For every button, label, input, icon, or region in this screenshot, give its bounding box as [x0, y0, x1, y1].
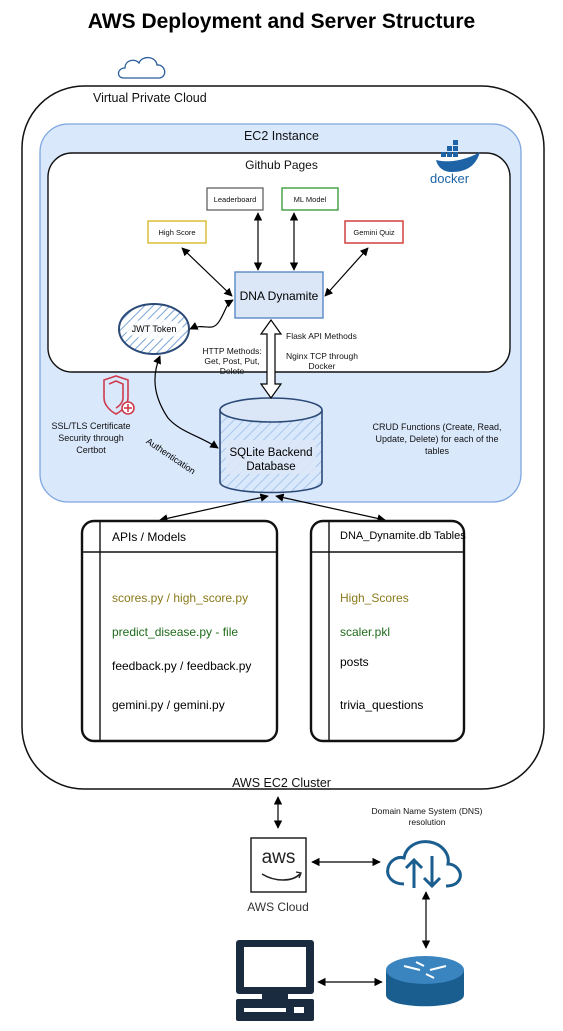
computer-icon	[236, 940, 314, 1021]
ml-model-label: ML Model	[293, 195, 327, 204]
vpc-container	[21, 85, 545, 790]
aws-cloud-label: AWS Cloud	[247, 900, 309, 914]
github-label: Github Pages	[245, 158, 318, 172]
aws-logo-icon	[250, 837, 307, 893]
dns-note: Domain Name System (DNS) resolution	[371, 806, 483, 828]
page-title: AWS Deployment and Server Structure	[87, 10, 476, 33]
sqlite-database-node	[219, 397, 323, 494]
tables-card	[309, 519, 466, 743]
docker-label: docker	[430, 171, 470, 186]
dna-dynamite-label: DNA Dynamite	[239, 289, 319, 303]
docker-whale-icon	[436, 140, 480, 172]
jwt-token-label: JWT Token	[131, 324, 177, 334]
cloud-upload-download-icon	[386, 840, 462, 889]
gemini-quiz-box	[344, 220, 404, 244]
tables-item: High_Scores	[340, 591, 409, 605]
leaderboard-box	[206, 187, 264, 211]
high-score-box	[147, 220, 207, 244]
flask-api-note: Flask API Methods	[286, 331, 357, 341]
jwt-token-node	[118, 303, 190, 355]
router-icon	[386, 956, 464, 1007]
apis-item: scores.py / high_score.py	[112, 591, 249, 605]
gemini-quiz-label: Gemini Quiz	[353, 228, 395, 237]
leaderboard-label: Leaderboard	[213, 195, 257, 204]
nginx-note: Nginx TCP through Docker	[286, 351, 358, 372]
apis-card-header: APIs / Models	[112, 530, 187, 544]
apis-item: feedback.py / feedback.py	[112, 659, 252, 673]
dna-dynamite-box	[234, 271, 324, 319]
shield-plus-icon	[103, 375, 135, 415]
apis-item: predict_disease.py - file	[112, 625, 239, 639]
http-methods-note: HTTP Methods: Get, Post, Put, Delete	[202, 346, 262, 377]
ec2-label: EC2 Instance	[243, 129, 320, 143]
ssl-note: SSL/TLS Certificate Security through Cer…	[51, 421, 131, 456]
cluster-label: AWS EC2 Cluster	[232, 776, 331, 790]
tables-item: scaler.pkl	[340, 625, 391, 639]
apis-card	[80, 519, 279, 743]
tables-card-header: DNA_Dynamite.db Tables	[340, 530, 466, 542]
high-score-label: High Score	[158, 228, 196, 237]
vpc-label: Virtual Private Cloud	[93, 91, 207, 105]
cloud-outline-icon	[117, 56, 166, 79]
sqlite-label: SQLite Backend Database	[229, 447, 313, 474]
tables-item: posts	[340, 655, 369, 669]
ml-model-box	[281, 187, 339, 211]
tables-item: trivia_questions	[340, 698, 424, 712]
hollow-double-arrow	[259, 318, 283, 400]
apis-item: gemini.py / gemini.py	[112, 698, 225, 712]
crud-note: CRUD Functions (Create, Read, Update, De…	[372, 422, 502, 457]
aws-logo-text: aws	[261, 847, 296, 868]
